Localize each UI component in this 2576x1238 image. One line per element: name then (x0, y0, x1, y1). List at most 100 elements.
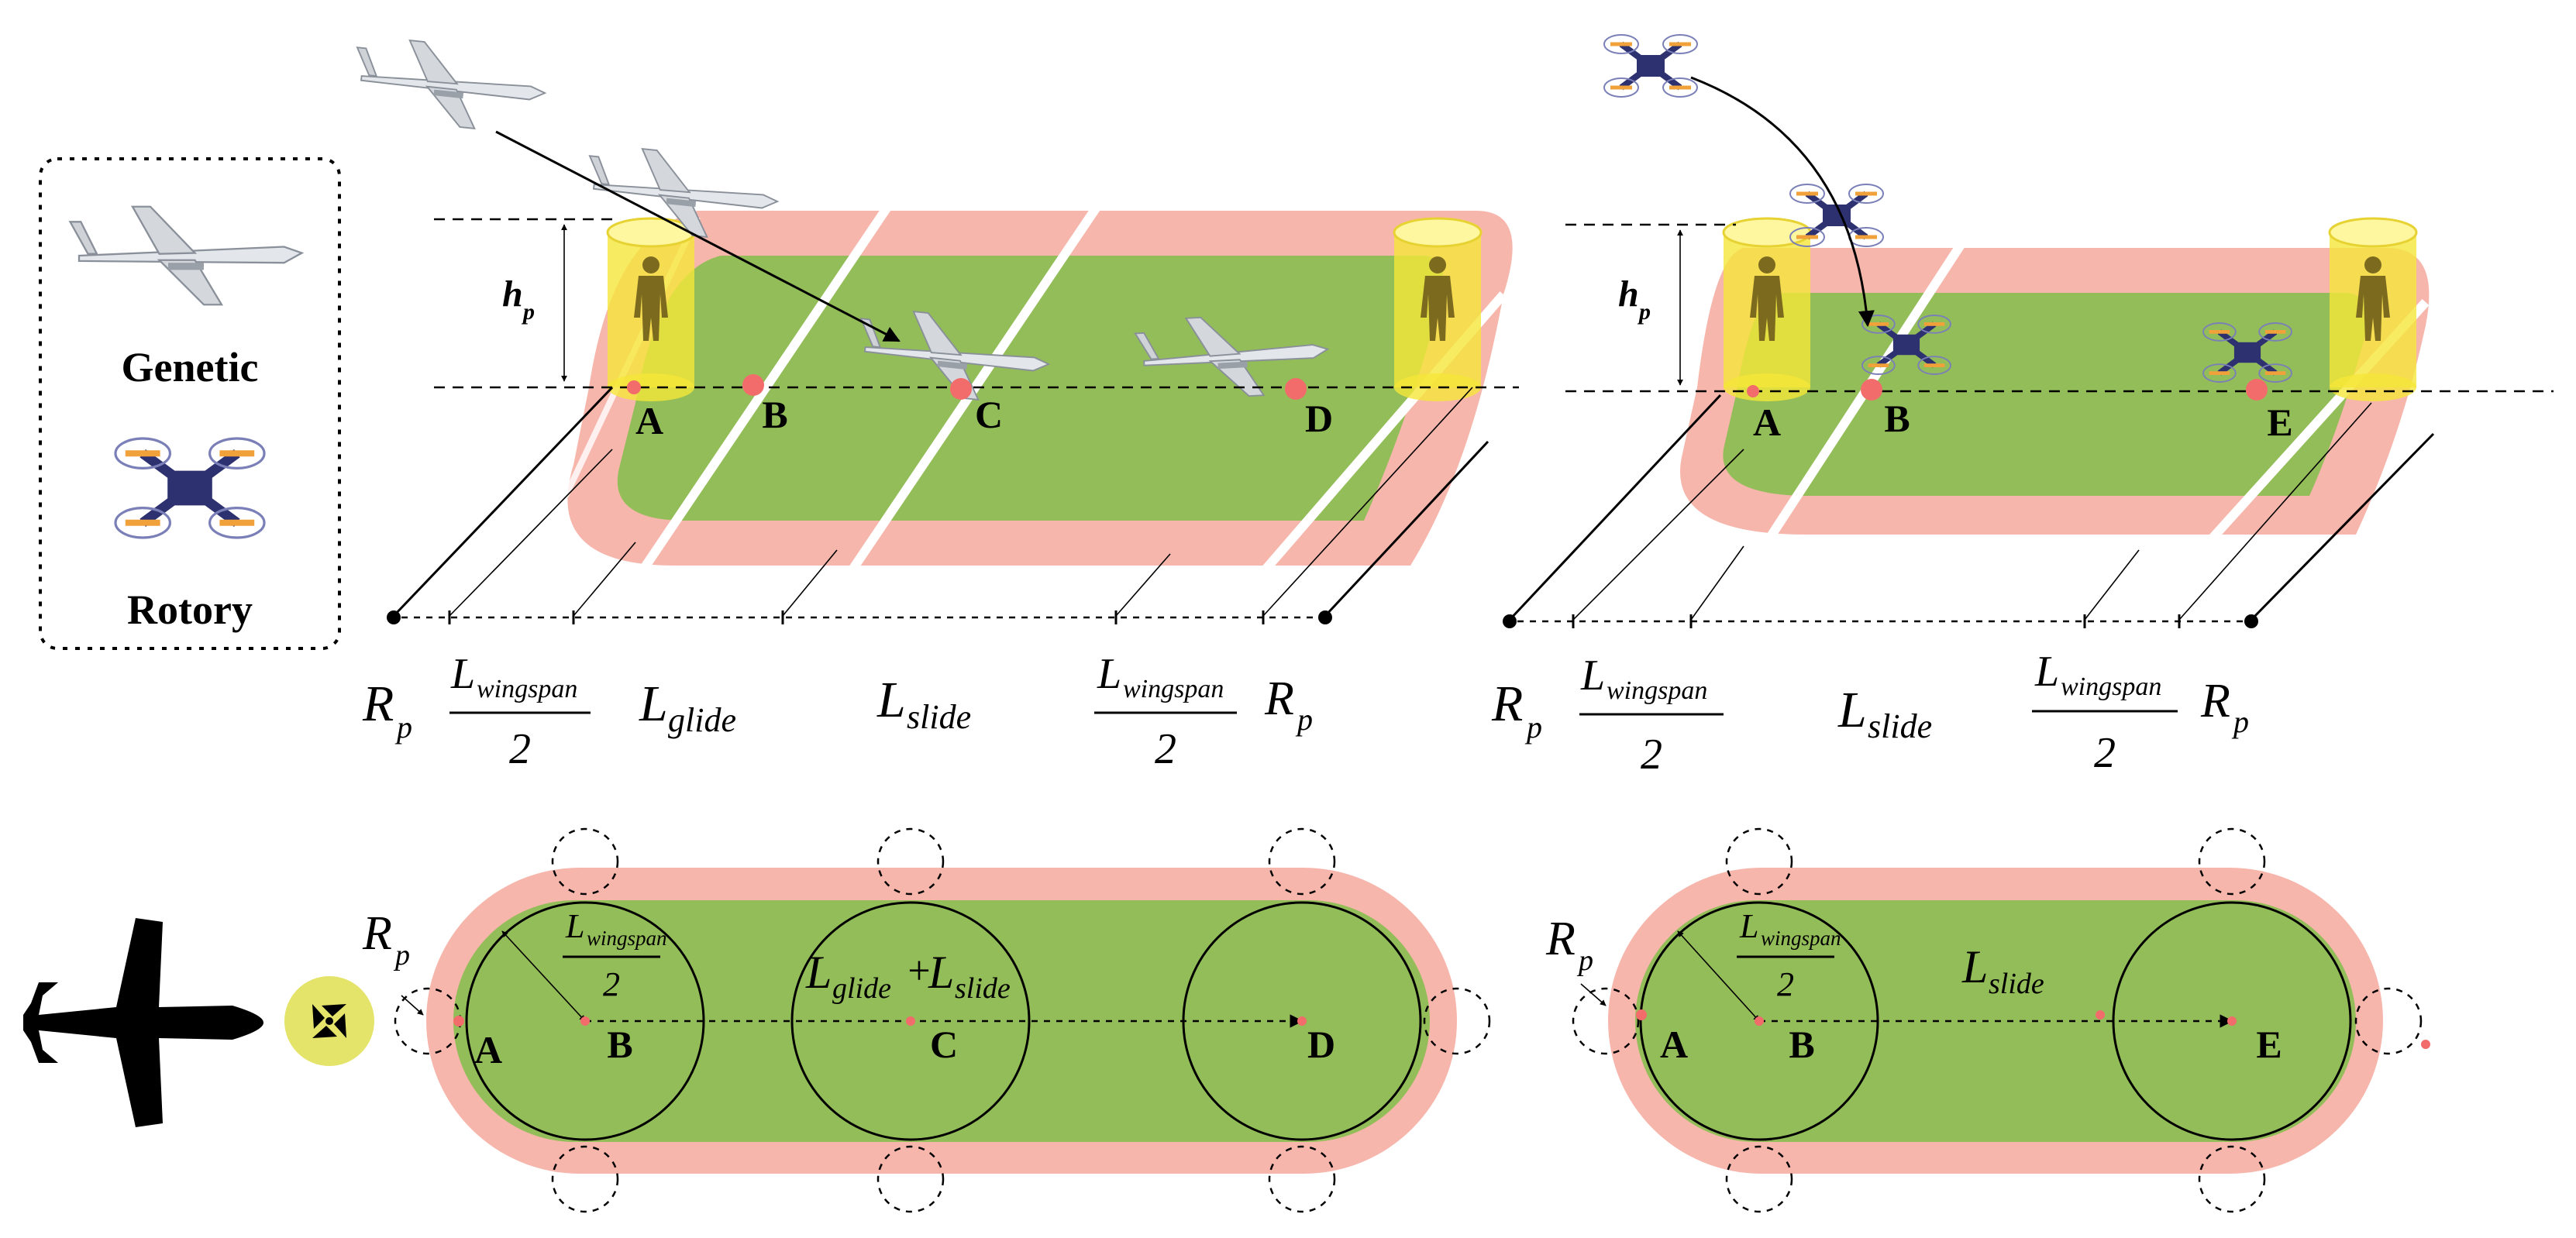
tl-person-zone-right (1393, 217, 1483, 403)
br-path-midpoint (2096, 1010, 2105, 1020)
tr-dim-slide-sub: slide (1868, 707, 1932, 745)
tr-landing-field (1723, 293, 2369, 496)
br-radius-den: 2 (1777, 965, 1794, 1003)
legend-frame (39, 157, 341, 650)
br-label-e: E (2256, 1023, 2282, 1066)
bl-path-a: L (805, 947, 832, 998)
tr-dim-slide: L (1837, 682, 1867, 738)
tr-label-b: B (1884, 397, 1910, 440)
br-point-e (2227, 1016, 2237, 1026)
br-radius-num: L (1739, 907, 1758, 945)
tr-height-sub: p (1637, 299, 1651, 325)
tl-point-c (950, 378, 972, 400)
tl-label-c: C (975, 393, 1003, 436)
br-circle-b (1639, 901, 1879, 1141)
tr-descent-path-arrow (1690, 76, 1875, 328)
tr-label-e: E (2267, 401, 2292, 444)
tl-dim-wing-left-num-sub: wingspan (477, 675, 577, 703)
tl-label-b: B (762, 393, 787, 436)
quadrotor-uav-icon (115, 438, 264, 538)
tr-dim-r-right-sub: p (2231, 704, 2249, 739)
tl-height-symbol: h (502, 273, 523, 315)
bl-point-a (453, 1016, 464, 1027)
bl-point-b (580, 1016, 590, 1026)
tl-height-sub: p (521, 299, 535, 325)
bl-path-a-sub: glide (832, 972, 891, 1005)
bl-path-b: L (928, 947, 954, 998)
tl-dim-glide-sub: glide (668, 701, 736, 739)
bl-plus: + (905, 949, 932, 993)
tl-dim-r-left: R (362, 676, 394, 732)
br-label-b: B (1789, 1023, 1814, 1066)
tr-dim-wing-right-den: 2 (2094, 729, 2116, 777)
tl-dim-slide: L (876, 672, 906, 728)
tr-person-zone-right (2328, 217, 2418, 403)
bl-point-d (1297, 1016, 1307, 1026)
tr-quadrotor-start (1604, 35, 1697, 97)
tr-dim-r-left: R (1491, 676, 1523, 732)
tr-height-symbol: h (1618, 273, 1639, 315)
br-radius-arrow (1677, 930, 1760, 1022)
fixed-wing-uav-icon (69, 205, 303, 306)
br-point-b (1755, 1016, 1764, 1026)
bl-radius-den: 2 (603, 965, 620, 1003)
bl-path-b-sub: slide (955, 972, 1011, 1005)
tr-label-a: A (1753, 401, 1781, 444)
tl-dim-r-left-sub: p (394, 710, 412, 745)
bl-label-a: A (474, 1028, 502, 1071)
bl-label-d: D (1307, 1023, 1335, 1066)
tl-dim-wing-right-num-sub: wingspan (1123, 675, 1224, 703)
br-outside-point (2421, 1040, 2430, 1049)
tl-dim-slide-sub: slide (907, 698, 971, 736)
tl-dim-glide: L (639, 676, 668, 732)
tr-dim-r-right: R (2200, 675, 2230, 727)
bottom-right-plan: A B E R p L wingspan 2 L slide (1545, 827, 2430, 1213)
tr-dim-wing-left-num: L (1580, 652, 1605, 700)
tl-dim-wing-right-num: L (1097, 650, 1121, 698)
tl-point-d (1285, 378, 1307, 400)
br-path: L (1961, 941, 1988, 992)
tl-fixed-wing-approach (349, 34, 550, 136)
tr-dim-r-left-sub: p (1524, 710, 1542, 745)
bl-radius-arrow (501, 930, 586, 1022)
legend: Genetic Rotory (39, 157, 341, 650)
tl-label-a: A (635, 399, 663, 442)
tl-person-zone-left (606, 217, 696, 403)
tr-point-b (1861, 379, 1882, 401)
br-path-sub: slide (1989, 968, 2044, 1000)
tr-dim-wing-right-num: L (2034, 648, 2059, 696)
bl-label-b: B (607, 1023, 632, 1066)
legend-rotary-label: Rotory (127, 586, 253, 633)
tl-dim-wing-left-num: L (450, 650, 475, 698)
tl-label-d: D (1305, 397, 1333, 440)
top-right-scene: h p A B E R p L wingspan 2 L slide L win… (1491, 35, 2554, 779)
bottom-left-plan: A B C D R p L wingspan 2 L glide + L sli… (23, 827, 1491, 1213)
airplane-silhouette-icon (23, 918, 263, 1127)
rotor-icon (312, 1004, 346, 1038)
br-radius-num-sub: wingspan (1761, 927, 1841, 950)
br-point-a (1636, 1009, 1647, 1020)
bl-circle-c (790, 901, 1031, 1141)
bl-clearance-circles (394, 827, 1491, 1213)
tl-dim-r-right-sub: p (1295, 702, 1313, 737)
bl-radius-num: L (565, 907, 584, 945)
tl-dim-wing-left-den: 2 (509, 725, 531, 773)
tl-glide-path-arrow (495, 130, 901, 342)
tl-dim-r-right: R (1264, 672, 1294, 725)
br-circle-e (2112, 901, 2352, 1141)
legend-fixed-wing-label: Genetic (122, 344, 259, 390)
tl-point-a (627, 380, 641, 394)
bl-circle-b (465, 901, 705, 1141)
top-left-scene: h p A B C D R p L wingspan 2 L glide L (349, 34, 1519, 773)
br-r: R (1545, 913, 1576, 965)
bl-r-sub: p (393, 939, 410, 971)
br-clearance-circles (1572, 827, 2423, 1213)
tr-point-e (2246, 379, 2268, 401)
tr-dim-wing-right-num-sub: wingspan (2061, 672, 2161, 701)
bl-label-c: C (930, 1023, 958, 1066)
tr-dim-wing-left-num-sub: wingspan (1607, 676, 1707, 705)
br-r-sub: p (1576, 944, 1593, 977)
tl-point-b (742, 374, 764, 396)
bl-landing-field (453, 900, 1430, 1142)
